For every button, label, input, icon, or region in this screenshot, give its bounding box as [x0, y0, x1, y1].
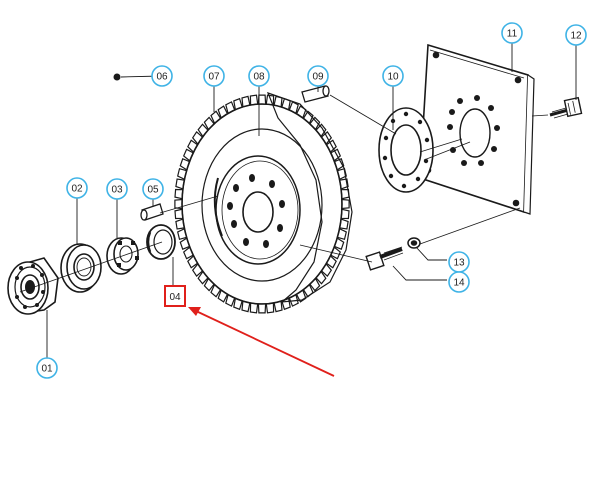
circle-callout-icon: [203, 65, 225, 87]
circle-callout-icon: [151, 65, 173, 87]
callout-label-14: 14: [453, 278, 465, 289]
part-02-seal: [60, 243, 102, 293]
callout-08[interactable]: 08: [248, 65, 270, 87]
callout-label-07: 07: [208, 72, 220, 83]
callout-label-12: 12: [570, 31, 582, 42]
assembly-axis-lines: [19, 94, 549, 293]
callout-label-09: 09: [312, 72, 324, 83]
part-callouts: 01 02 03 05 06 07 08 09 10 11 12 13 14: [36, 22, 587, 379]
highlight-box: [164, 285, 186, 307]
callout-label-06: 06: [156, 72, 168, 83]
callout-06[interactable]: 06: [151, 65, 173, 87]
part-01-ball-bearing: [7, 257, 59, 315]
callout-01[interactable]: 01: [36, 357, 58, 379]
part-10-flange-ring: [378, 107, 434, 193]
callout-07[interactable]: 07: [203, 65, 225, 87]
callout-label-10: 10: [387, 72, 399, 83]
part-13-washer: [407, 237, 421, 249]
callout-label-03: 03: [111, 185, 123, 196]
part-11-mounting-plate: [419, 43, 535, 215]
part-09-dowel-pin: [301, 85, 330, 103]
highlighted-callout-04[interactable]: 04: [164, 285, 186, 307]
circle-callout-icon: [501, 22, 523, 44]
callout-02[interactable]: 02: [66, 177, 88, 199]
part-14-bolt: [365, 246, 404, 271]
callout-label-08: 08: [253, 72, 265, 83]
circle-callout-icon: [106, 178, 128, 200]
circle-callout-icon: [307, 65, 329, 87]
circle-callout-icon: [248, 65, 270, 87]
callout-label-13: 13: [453, 258, 465, 269]
callout-label-05: 05: [147, 185, 159, 196]
callout-14[interactable]: 14: [448, 271, 470, 293]
circle-callout-icon: [565, 24, 587, 46]
circle-callout-icon: [448, 271, 470, 293]
callout-label-02: 02: [71, 184, 83, 195]
part-05-dowel-pin: [140, 203, 164, 221]
circle-callout-icon: [36, 357, 58, 379]
red-arrow-icon: [188, 307, 335, 377]
gear-tooth: [341, 198, 350, 210]
gear-tooth: [257, 303, 267, 314]
leader-lines: [46, 43, 577, 358]
callout-03[interactable]: 03: [106, 178, 128, 200]
part-06-grease-nipple: [113, 73, 121, 81]
circle-callout-icon: [382, 65, 404, 87]
callout-11[interactable]: 11: [501, 22, 523, 44]
part-12-bolt: [549, 96, 583, 119]
part-03-bearing-race: [106, 237, 139, 275]
callout-13[interactable]: 13: [448, 251, 470, 273]
callout-05[interactable]: 05: [142, 178, 164, 200]
callout-09[interactable]: 09: [307, 65, 329, 87]
callout-12[interactable]: 12: [565, 24, 587, 46]
callout-10[interactable]: 10: [382, 65, 404, 87]
callout-label-04: 04: [169, 292, 181, 303]
circle-callout-icon: [142, 178, 164, 200]
circle-callout-icon: [66, 177, 88, 199]
callout-label-11: 11: [507, 29, 518, 40]
part-08-gear: [174, 92, 353, 314]
callout-label-01: 01: [41, 364, 53, 375]
gear-tooth: [257, 94, 267, 105]
